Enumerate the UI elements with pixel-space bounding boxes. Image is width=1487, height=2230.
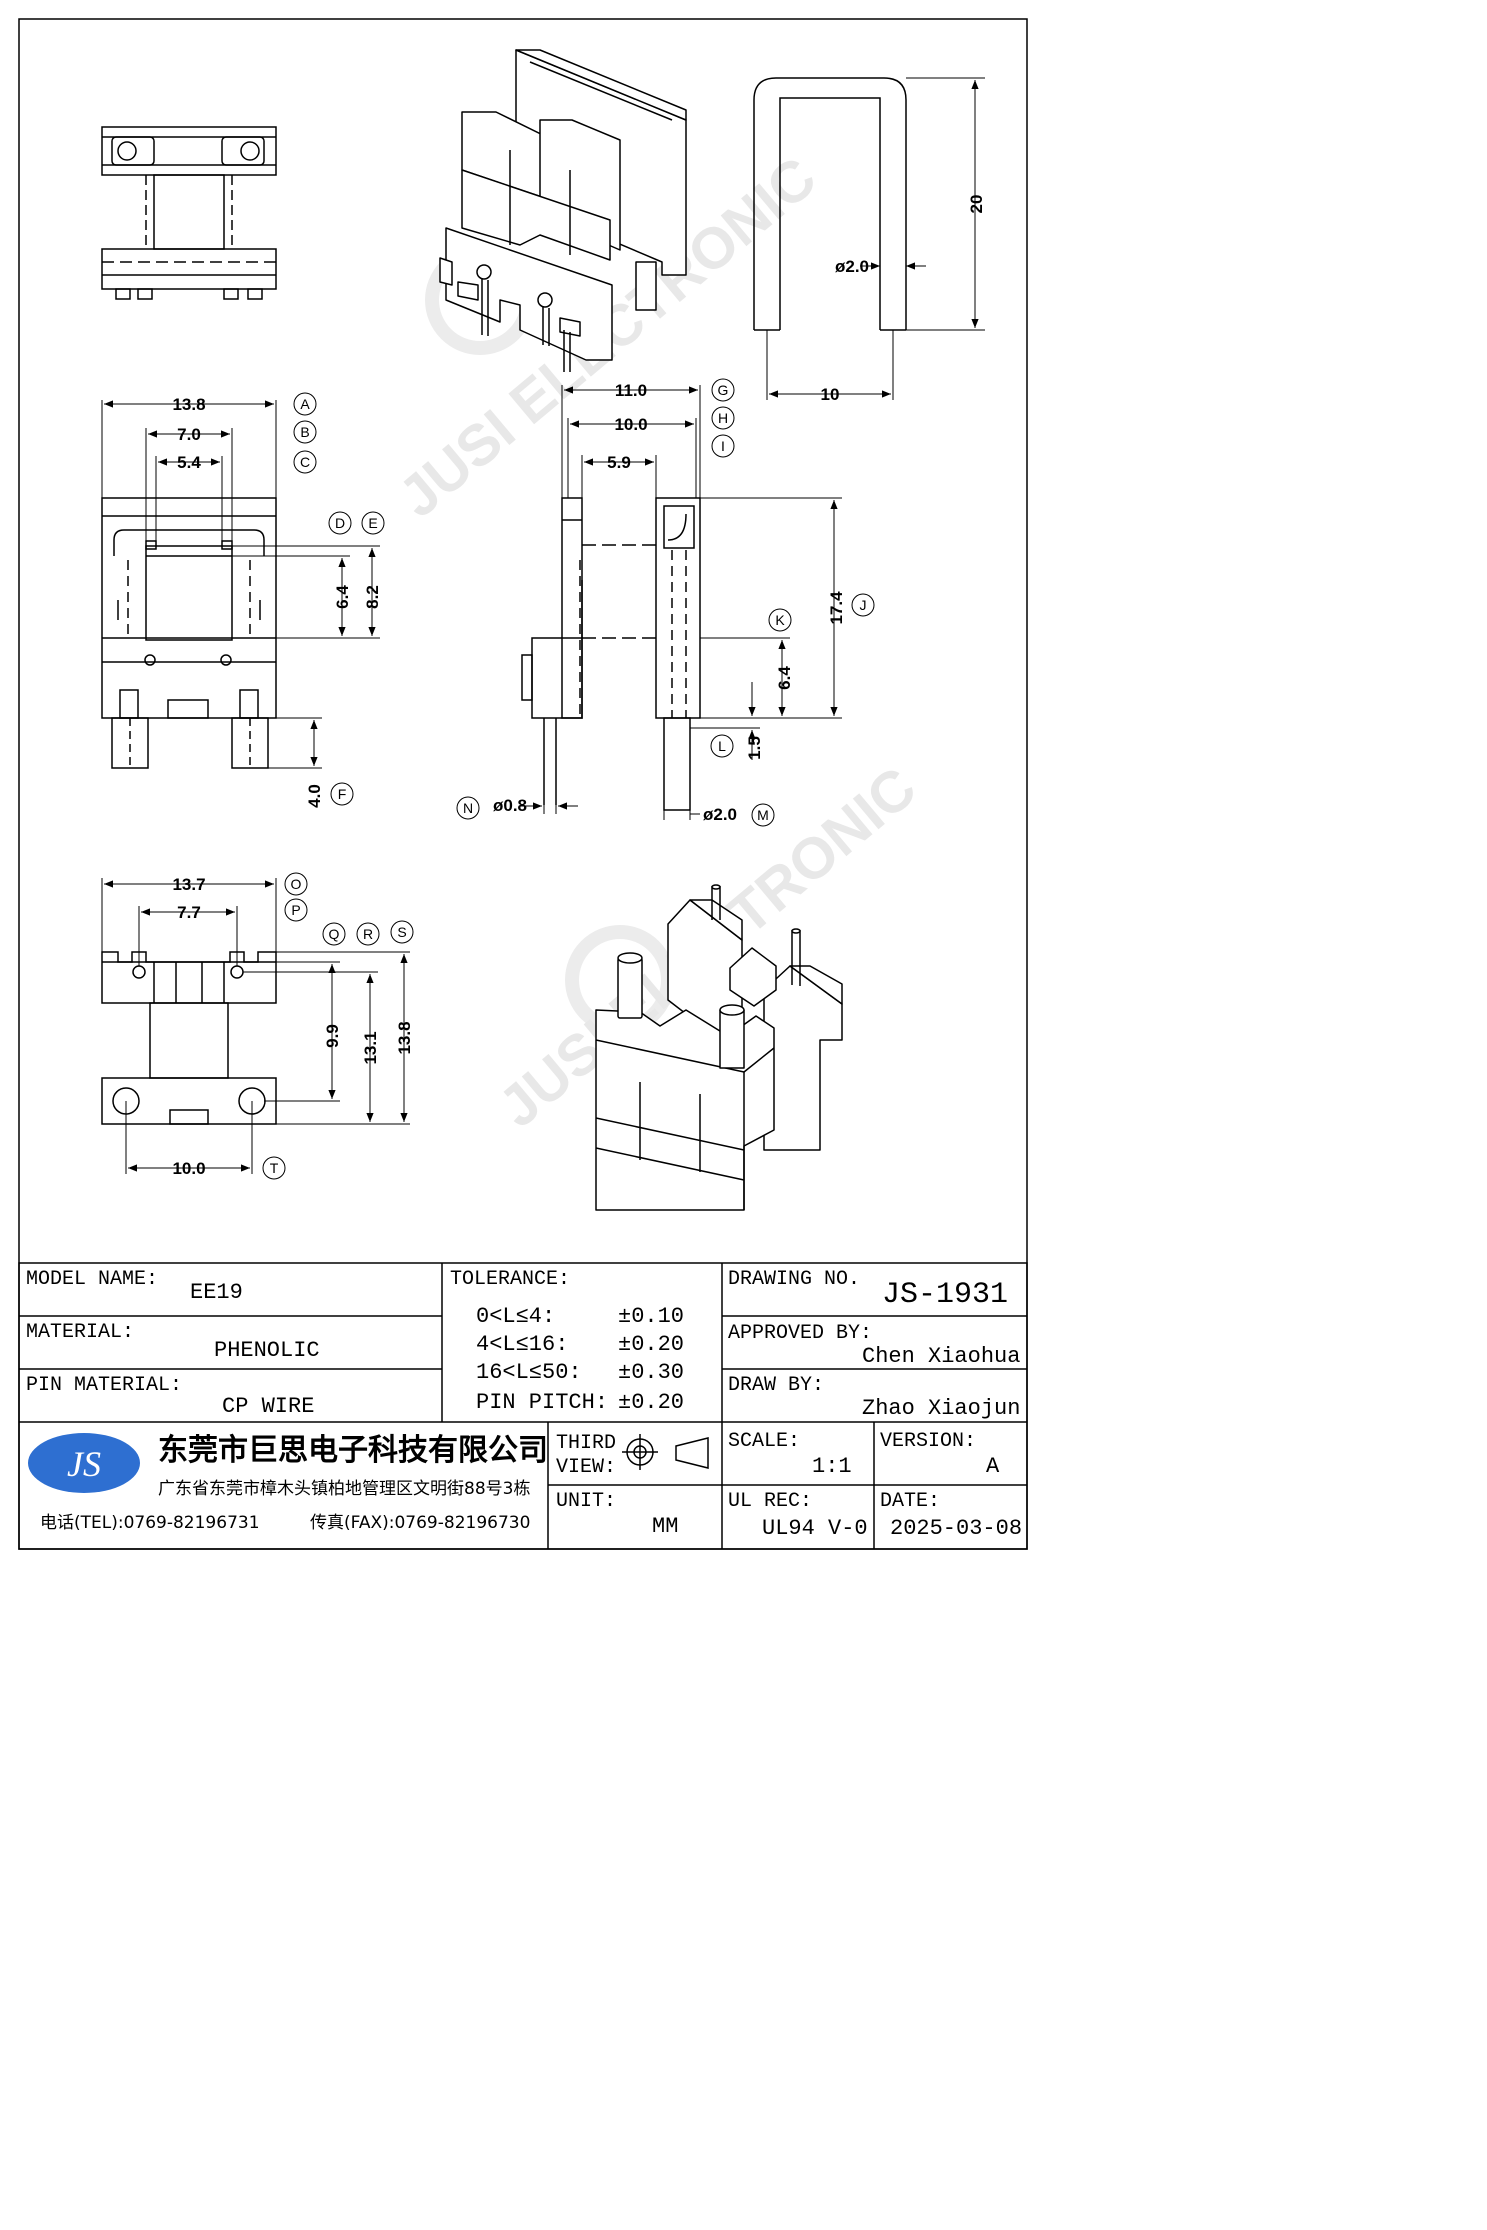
front-dims bbox=[101, 400, 380, 769]
title-block-grid bbox=[18, 1262, 1028, 1550]
draw-by-label: DRAW BY: bbox=[728, 1374, 824, 1397]
dim-clip-span: 10 bbox=[821, 385, 840, 404]
marker-n: N bbox=[463, 800, 473, 816]
dim-bottom-pitch: 10.0 bbox=[172, 1159, 205, 1178]
marker-b: B bbox=[300, 424, 309, 440]
pin-material-value: CP WIRE bbox=[222, 1394, 314, 1419]
marker-p: P bbox=[291, 902, 300, 918]
third-view-label-2: VIEW: bbox=[556, 1456, 616, 1479]
marker-l: L bbox=[718, 738, 726, 754]
front-view bbox=[101, 497, 277, 769]
model-name-value: EE19 bbox=[190, 1280, 243, 1305]
tolerance-value-1: ±0.10 bbox=[618, 1304, 684, 1329]
marker-s: S bbox=[397, 924, 406, 940]
bottom-view bbox=[101, 951, 277, 1125]
side-view bbox=[521, 497, 701, 811]
bottom-markers: O P Q R S T bbox=[262, 872, 414, 1180]
dim-side-small-pin: ø0.8 bbox=[493, 796, 527, 815]
drawing-no-label: DRAWING NO. bbox=[728, 1268, 860, 1291]
tolerance-range-2: 4<L≤16: bbox=[476, 1332, 568, 1357]
tolerance-range-4: PIN PITCH: bbox=[476, 1390, 608, 1415]
marker-m: M bbox=[757, 807, 769, 823]
marker-f: F bbox=[338, 786, 347, 802]
draw-by-value: Zhao Xiaojun bbox=[862, 1396, 1020, 1421]
side-markers: G H I J K L M N bbox=[456, 378, 875, 827]
dim-side-flange: 11.0 bbox=[615, 381, 647, 400]
dim-side-standoff: 1.5 bbox=[745, 736, 764, 760]
tolerance-value-4: ±0.20 bbox=[618, 1390, 684, 1415]
clip-dims bbox=[766, 77, 985, 400]
third-view-label-1: THIRD bbox=[556, 1432, 616, 1455]
tolerance-label: TOLERANCE: bbox=[450, 1268, 570, 1291]
dim-side-large-pin: ø2.0 bbox=[703, 805, 737, 824]
third-angle-projection-icon bbox=[622, 1434, 709, 1470]
company-address: 广东省东莞市樟木头镇柏地管理区文明街88号3栋 bbox=[158, 1479, 530, 1499]
isometric-top bbox=[439, 49, 687, 372]
marker-g: G bbox=[718, 382, 729, 398]
ul-rec-value: UL94 V-0 bbox=[762, 1516, 868, 1541]
marker-h: H bbox=[718, 410, 728, 426]
material-label: MATERIAL: bbox=[26, 1321, 134, 1344]
top-view bbox=[101, 126, 277, 300]
marker-t: T bbox=[270, 1160, 279, 1176]
isometric-bottom bbox=[595, 884, 843, 1211]
side-dims bbox=[520, 385, 842, 820]
company-logo: JS bbox=[28, 1433, 140, 1493]
dim-front-window: 6.4 bbox=[333, 585, 352, 609]
approved-by-label: APPROVED BY: bbox=[728, 1322, 872, 1345]
technical-drawing: JUSI ELECTRONIC JUSI ELECTRONIC bbox=[18, 18, 1028, 1550]
marker-d: D bbox=[335, 515, 345, 531]
bottom-dims bbox=[101, 878, 410, 1174]
approved-by-value: Chen Xiaohua bbox=[862, 1344, 1020, 1369]
company-fax: 传真(FAX):0769-82196730 bbox=[310, 1513, 530, 1533]
dim-front-slot: 7.0 bbox=[177, 425, 201, 444]
company-tel: 电话(TEL):0769-82196731 bbox=[40, 1513, 260, 1533]
marker-q: Q bbox=[329, 926, 340, 942]
company-name: 东莞市巨思电子科技有限公司 bbox=[158, 1433, 548, 1468]
dim-side-pin: 6.4 bbox=[775, 666, 794, 690]
date-label: DATE: bbox=[880, 1490, 940, 1513]
dim-front-overall: 13.8 bbox=[172, 395, 205, 414]
date-value: 2025-03-08 bbox=[890, 1516, 1022, 1541]
dim-front-inner: 5.4 bbox=[177, 453, 201, 472]
unit-value: MM bbox=[652, 1514, 678, 1539]
marker-c: C bbox=[300, 454, 310, 470]
marker-i: I bbox=[721, 438, 725, 454]
logo-text: JS bbox=[67, 1444, 101, 1484]
dim-bottom-h1: 9.9 bbox=[323, 1024, 342, 1048]
dim-side-total: 17.4 bbox=[827, 591, 846, 625]
tolerance-range-1: 0<L≤4: bbox=[476, 1304, 555, 1329]
scale-label: SCALE: bbox=[728, 1430, 800, 1453]
tolerance-value-3: ±0.30 bbox=[618, 1360, 684, 1385]
dim-bottom-h3: 13.8 bbox=[395, 1021, 414, 1054]
dim-clip-height: 20 bbox=[967, 195, 986, 214]
dim-bottom-overall: 13.7 bbox=[172, 875, 205, 894]
version-value: A bbox=[986, 1454, 1000, 1479]
dim-side-inner: 10.0 bbox=[614, 415, 647, 434]
tolerance-range-3: 16<L≤50: bbox=[476, 1360, 582, 1385]
dim-bottom-pin-row: 7.7 bbox=[177, 903, 201, 922]
marker-e: E bbox=[368, 515, 377, 531]
front-markers: A B C D E F bbox=[293, 392, 385, 806]
marker-k: K bbox=[775, 612, 785, 628]
dim-front-pin: 4.0 bbox=[305, 784, 324, 808]
material-value: PHENOLIC bbox=[214, 1338, 320, 1363]
dim-front-outer: 8.2 bbox=[363, 585, 382, 609]
scale-value: 1:1 bbox=[812, 1454, 852, 1479]
model-name-label: MODEL NAME: bbox=[26, 1268, 158, 1291]
dim-clip-wire: ø2.0 bbox=[835, 257, 869, 276]
marker-o: O bbox=[291, 876, 302, 892]
dim-side-core: 5.9 bbox=[607, 453, 631, 472]
marker-j: J bbox=[860, 597, 867, 613]
unit-label: UNIT: bbox=[556, 1490, 616, 1513]
drawing-no-value: JS-1931 bbox=[882, 1278, 1008, 1312]
version-label: VERSION: bbox=[880, 1430, 976, 1453]
tolerance-value-2: ±0.20 bbox=[618, 1332, 684, 1357]
marker-a: A bbox=[300, 396, 310, 412]
pin-material-label: PIN MATERIAL: bbox=[26, 1374, 182, 1397]
ul-rec-label: UL REC: bbox=[728, 1490, 812, 1513]
dim-bottom-h2: 13.1 bbox=[361, 1031, 380, 1064]
marker-r: R bbox=[363, 926, 373, 942]
